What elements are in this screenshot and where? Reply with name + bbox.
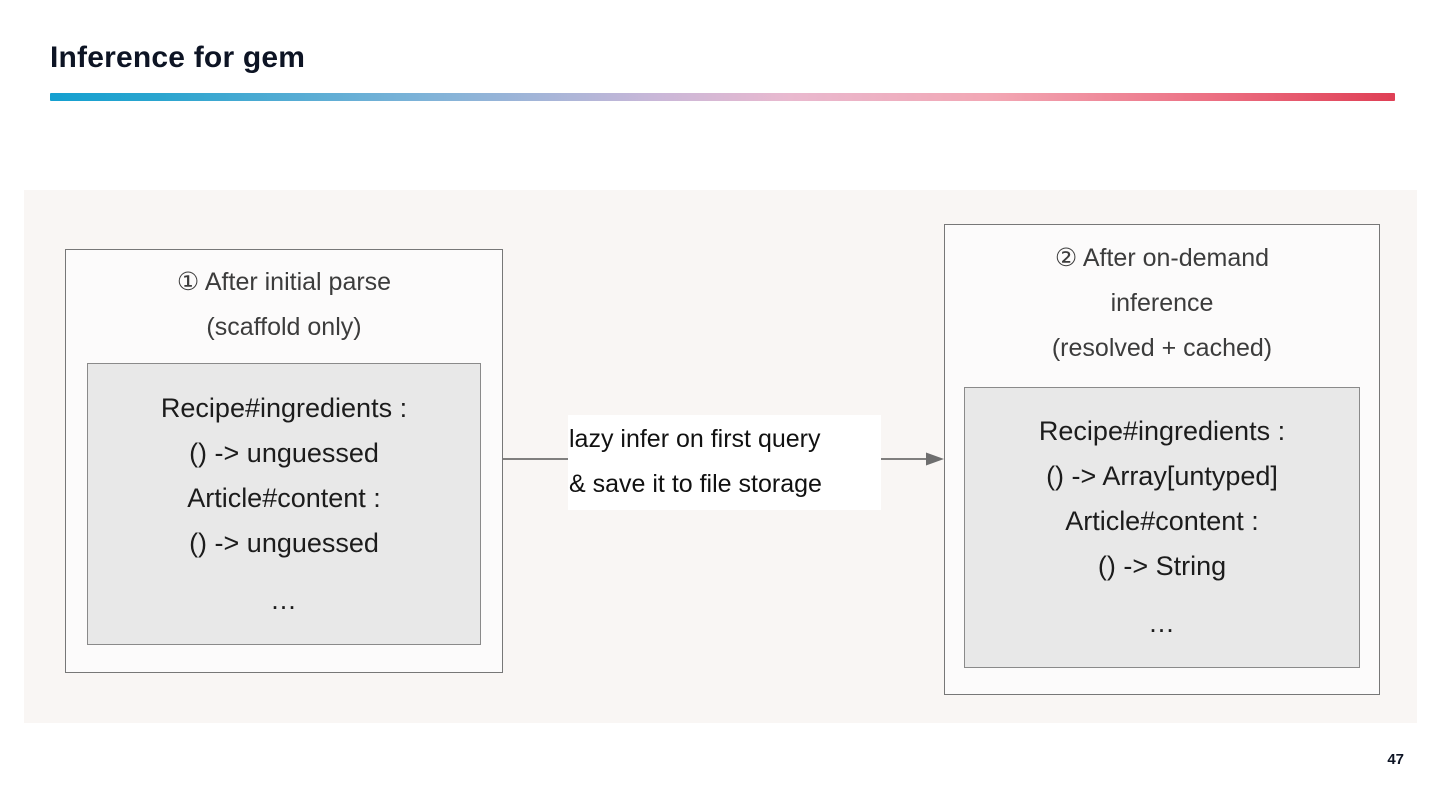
page-number: 47: [1387, 751, 1404, 768]
signature-box-after-on-demand-inference: Recipe#ingredients : () -> Array[untyped…: [964, 387, 1360, 668]
phase-heading-after-on-demand-inference: ② After on-demand inference (resolved + …: [1051, 244, 1273, 362]
phase-box-after-on-demand-inference: ② After on-demand inference (resolved + …: [944, 224, 1380, 695]
signature-line: () -> Array[untyped]: [1046, 461, 1278, 491]
connector-label: lazy infer on first query & save it to f…: [568, 415, 881, 510]
signature-line: () -> String: [1097, 551, 1227, 581]
diagram-panel: ① After initial parse (scaffold only) Re…: [24, 190, 1417, 723]
signature-line: Recipe#ingredients :: [160, 392, 408, 423]
phase-heading-after-initial-parse: ① After initial parse (scaffold only): [176, 268, 392, 341]
signature-line: Article#content :: [187, 482, 381, 513]
signature-line: () -> unguessed: [189, 527, 379, 558]
signature-ellipsis: ...: [271, 584, 297, 615]
signature-line: Recipe#ingredients :: [1038, 416, 1286, 446]
signature-line: () -> unguessed: [189, 437, 379, 468]
title-accent-rule: [50, 93, 1395, 101]
page-title: Inference for gem: [50, 41, 306, 74]
signature-ellipsis: ...: [1149, 608, 1175, 638]
phase-box-after-initial-parse: ① After initial parse (scaffold only) Re…: [65, 249, 503, 673]
signature-line: Article#content :: [1065, 506, 1259, 536]
signature-box-after-initial-parse: Recipe#ingredients : () -> unguessed Art…: [87, 363, 481, 645]
